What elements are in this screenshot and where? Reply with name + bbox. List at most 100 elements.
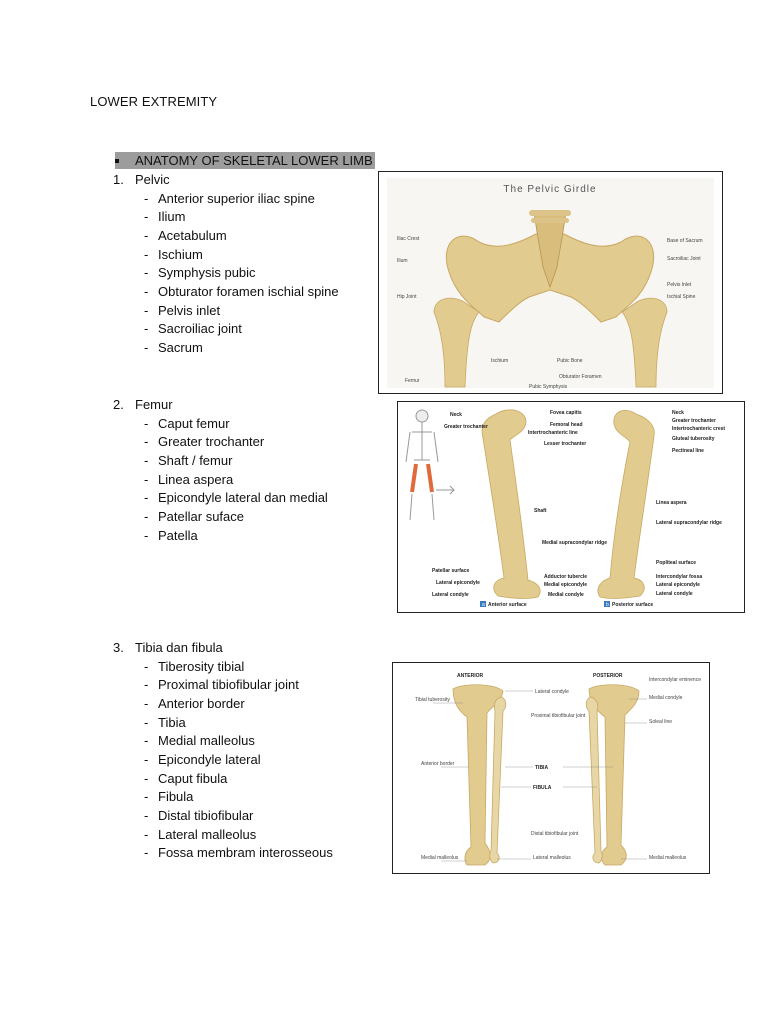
list-item: -Epicondyle lateral dan medial: [144, 490, 328, 506]
tibia-label: Soleal line: [649, 719, 672, 725]
list-item: -Acetabulum: [144, 227, 227, 243]
pelvis-label: Pubic Bone: [557, 358, 583, 364]
section-title: Pelvic: [135, 171, 170, 187]
femur-label: Medial supracondylar ridge: [542, 540, 607, 546]
list-item: -Epicondyle lateral: [144, 751, 261, 767]
tibia-label: Lateral condyle: [535, 689, 569, 695]
list-item: -Patellar suface: [144, 508, 244, 524]
femur-label: Patellar surface: [432, 568, 469, 574]
list-item: -Fibula: [144, 789, 194, 805]
femur-label: Medial condyle: [548, 592, 584, 598]
pelvis-label: Base of Sacrum: [667, 238, 703, 244]
section-tibia-fibula: 3. Tibia dan fibula -Tiberosity tibial -…: [113, 638, 333, 862]
tibia-label: Lateral malleolus: [533, 855, 571, 861]
obturator-foramen-left: [508, 310, 530, 324]
femur-list: -Caput femur -Greater trochanter -Shaft …: [113, 414, 328, 545]
list-item: -Shaft / femur: [144, 452, 233, 468]
list-item-text: Anterior superior iliac spine: [158, 190, 315, 206]
femur-label: Lateral epicondyle: [436, 580, 480, 586]
tibia-label: TIBIA: [535, 765, 548, 771]
list-item-text: Fibula: [158, 789, 194, 805]
tibia-posterior: [588, 684, 640, 866]
tibia-fibula-illustration: ANTERIOR POSTERIOR Tibial tuberosity Ant…: [393, 663, 709, 873]
list-item-text: Tiberosity tibial: [158, 658, 245, 674]
list-item: -Sacrum: [144, 340, 203, 356]
femur-label: Adductor tubercle: [544, 574, 587, 580]
list-item-text: Greater trochanter: [158, 434, 265, 450]
list-item-text: Patellar suface: [158, 508, 244, 524]
section-number: 2.: [113, 396, 124, 412]
fibula-posterior: [585, 696, 603, 864]
list-item-text: Patella: [158, 527, 198, 543]
list-item-text: Sacrum: [158, 340, 203, 356]
caption-letter: a: [482, 602, 485, 608]
leader-lines: [433, 690, 647, 862]
list-item-text: Epicondyle lateral dan medial: [158, 490, 328, 506]
pelvic-list: -Anterior superior iliac spine -Ilium -A…: [113, 189, 339, 357]
skeleton-femur-highlight: [410, 463, 418, 493]
list-item-text: Ilium: [158, 209, 186, 225]
femur-label: Linea aspera: [656, 500, 687, 506]
list-item: -Anterior superior iliac spine: [144, 190, 315, 206]
list-item-text: Proximal tibiofibular joint: [158, 677, 299, 693]
femur-label: Shaft: [534, 508, 547, 514]
pelvis-label: Pelvis Inlet: [667, 282, 692, 288]
list-item-text: Lateral malleolus: [158, 826, 257, 842]
list-item-text: Caput femur: [158, 415, 230, 431]
pelvis-label: Obturator Foramen: [559, 374, 602, 380]
list-item: -Sacroiliac joint: [144, 321, 242, 337]
list-item: -Pelvis inlet: [144, 302, 221, 318]
femur-label: Lateral condyle: [656, 591, 693, 597]
femur-label: Femoral head: [550, 422, 583, 428]
tibia-label: Medial malleolus: [421, 855, 459, 861]
section-heading: ANATOMY OF SKELETAL LOWER LIMB: [115, 152, 375, 169]
caption-marker: [480, 601, 486, 607]
femur-illustration: Neck Greater trochanter Shaft Patellar s…: [398, 402, 744, 612]
pelvis-label: Iliac Crest: [397, 236, 420, 242]
section-title: Femur: [135, 396, 173, 412]
list-item: -Patella: [144, 527, 198, 543]
skeleton-icon: [405, 409, 439, 463]
list-item: -Ischium: [144, 246, 203, 262]
femur-label: Intertrochanteric line: [528, 430, 578, 436]
list-item: -Anterior border: [144, 695, 245, 711]
pelvic-girdle-illustration: The Pelvic Girdle Iliac Crest Ilium Hip …: [387, 178, 714, 390]
section-pelvic: 1. Pelvic -Anterior superior iliac spine…: [113, 170, 339, 357]
femur-posterior: [597, 410, 655, 599]
list-item: -Caput femur: [144, 415, 230, 431]
femur-label: Intertrochanteric crest: [672, 426, 725, 432]
list-item-text: Symphysis pubic: [158, 265, 256, 281]
femur-label: Medial epicondyle: [544, 582, 587, 588]
anterior-heading: ANTERIOR: [457, 673, 484, 679]
femur-label: Fovea capitis: [550, 410, 582, 416]
femur-label: Lesser trochanter: [544, 441, 586, 447]
list-item-text: Caput fibula: [158, 770, 228, 786]
list-item-text: Linea aspera: [158, 471, 234, 487]
tibia-label: Medial condyle: [649, 695, 683, 701]
skeleton-femur-highlight: [426, 463, 434, 493]
femur-label: Gluteal tuberosity: [672, 436, 715, 442]
section-number: 1.: [113, 171, 124, 187]
femur-label: Neck: [450, 412, 462, 418]
list-item: -Symphysis pubic: [144, 265, 256, 281]
femur-right: [621, 297, 668, 388]
tibia-label: FIBULA: [533, 785, 552, 791]
list-item: -Greater trochanter: [144, 434, 265, 450]
arrow-icon: [436, 485, 456, 495]
femur-anterior: [481, 409, 541, 599]
tibia-label: Medial malleolus: [649, 855, 687, 861]
list-item-text: Tibia: [158, 714, 186, 730]
femur-label: Lateral condyle: [432, 592, 469, 598]
list-item: -Tibia: [144, 714, 186, 730]
section-title: Tibia dan fibula: [135, 639, 223, 655]
list-item: -Obturator foramen ischial spine: [144, 283, 339, 299]
fibula-anterior: [489, 696, 507, 864]
vertebra: [529, 210, 571, 216]
list-item: -Ilium: [144, 209, 186, 225]
pelvis-label: Ischium: [491, 358, 508, 364]
caption-letter: b: [606, 602, 609, 608]
list-item-text: Pelvis inlet: [158, 302, 221, 318]
list-item-text: Anterior border: [158, 695, 245, 711]
section-femur: 2. Femur -Caput femur -Greater trochante…: [113, 395, 328, 545]
list-item: -Lateral malleolus: [144, 826, 257, 842]
